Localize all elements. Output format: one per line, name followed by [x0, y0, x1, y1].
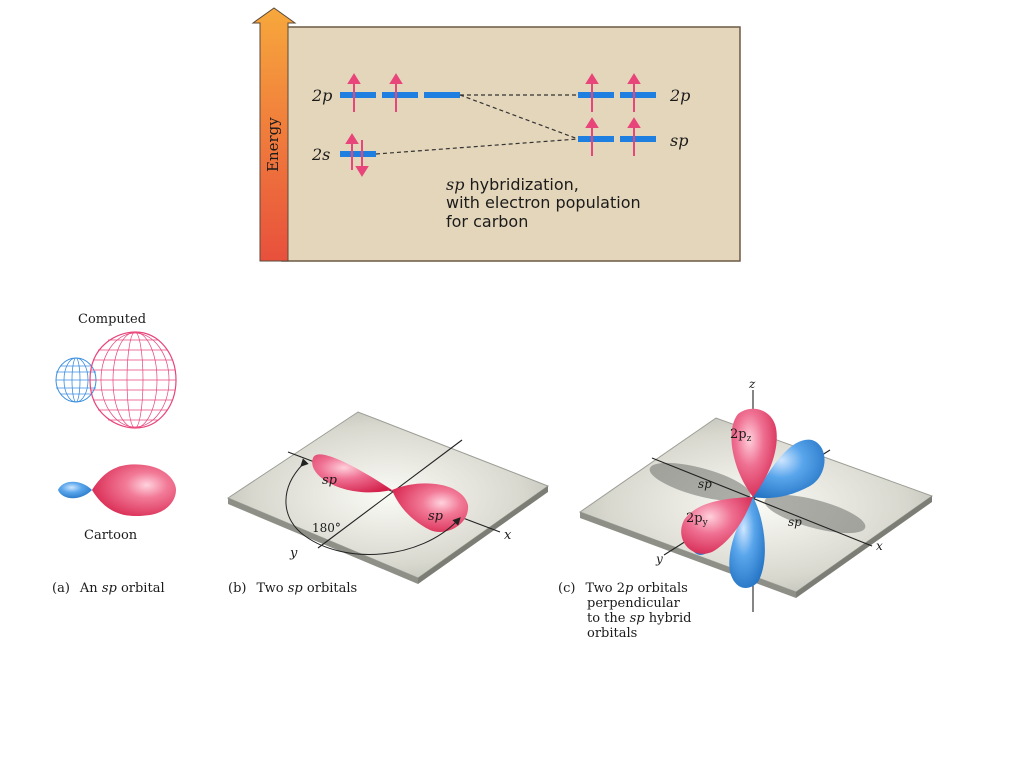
- right-2p-level-2: [620, 92, 656, 98]
- panel-c-x-axis: [651, 457, 873, 547]
- panel-b-x-label: x: [504, 528, 512, 543]
- panel-a: Computed: [52, 312, 177, 596]
- panel-b-y-label: y: [289, 546, 298, 561]
- panel-c-x-label: x: [876, 539, 883, 553]
- energy-caption-line3: for carbon: [446, 212, 528, 231]
- panel-c-y-label: y: [655, 552, 663, 566]
- panel-b-plane-edge: [228, 498, 418, 584]
- right-sp-level-1: [578, 136, 614, 142]
- panel-c-z-label: z: [748, 377, 756, 391]
- panel-c-caption-line1: (c)Two 2p orbitals: [558, 581, 688, 596]
- panel-c-plane-edge-right: [796, 496, 932, 598]
- panel-a-caption: (a)An sp orbital: [52, 581, 165, 596]
- right-2p-label: 2p: [669, 86, 690, 105]
- computed-label: Computed: [78, 312, 146, 327]
- panel-c-blue-lower: [729, 497, 765, 588]
- left-2p-level-2: [382, 92, 418, 98]
- panel-c-blue-upper-right: [753, 439, 825, 499]
- panel-c-caption-line3: to the sp hybrid: [587, 611, 691, 626]
- panel-c-shadow-right: [764, 494, 866, 534]
- panel-c-sp-right: sp: [788, 515, 802, 529]
- panel-b-sp-left: sp: [322, 473, 338, 488]
- panel-c-pink-upper: [731, 408, 777, 497]
- energy-diagram: Energy 2p 2s 2p sp: [251, 7, 741, 262]
- left-2s-level: [340, 151, 376, 157]
- left-2p-level-3: [424, 92, 460, 98]
- connector-2s-sp: [375, 138, 579, 155]
- left-2p-level-1: [340, 92, 376, 98]
- panel-b-angle-label: 180°: [312, 521, 341, 535]
- left-2s-label: 2s: [311, 145, 330, 164]
- panel-b: sp sp 180° y x (b)Two sp orbitals: [226, 411, 550, 596]
- panel-c-sp-left: sp: [698, 477, 712, 491]
- cartoon-orbital: [58, 464, 176, 517]
- right-2p-level-1: [578, 92, 614, 98]
- energy-arrow: [251, 7, 297, 262]
- panel-c-pink-lower-left: [681, 497, 753, 554]
- computed-orbital: [55, 331, 177, 429]
- left-2p-label: 2p: [311, 86, 332, 105]
- panel-c-caption-line4: orbitals: [587, 626, 637, 641]
- cartoon-label: Cartoon: [84, 528, 138, 543]
- energy-caption-line2: with electron population: [446, 193, 641, 212]
- energy-caption-line1: sp hybridization,: [446, 175, 579, 194]
- right-sp-label: sp: [670, 131, 688, 150]
- right-sp-level-2: [620, 136, 656, 142]
- electron-arrows: [345, 73, 641, 177]
- panel-b-sp-right: sp: [428, 509, 444, 524]
- panel-c: 2pz 2py sp sp z y x (c)Two 2p orbitals p…: [558, 377, 934, 641]
- panel-c-pz-label: 2pz: [730, 427, 752, 444]
- panel-b-plane-edge-right: [418, 486, 548, 584]
- panel-b-caption: (b)Two sp orbitals: [228, 581, 357, 596]
- panel-c-py-label: 2py: [686, 511, 709, 528]
- panel-c-caption-line2: perpendicular: [587, 596, 681, 611]
- panel-b-angle-arc: [285, 458, 461, 555]
- panel-c-shadow-left: [649, 462, 751, 502]
- energy-axis-label: Energy: [264, 117, 282, 172]
